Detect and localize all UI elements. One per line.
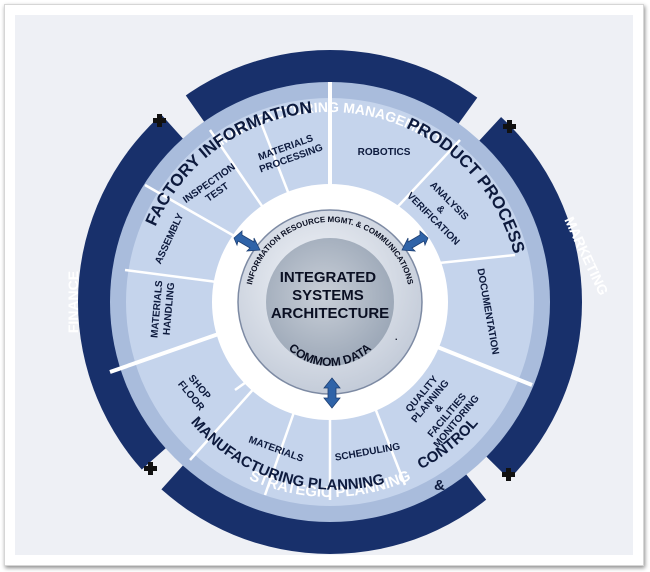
outer-label-left: FINANCE (65, 271, 81, 333)
arrow-upper-left (233, 230, 261, 252)
plus-icon (503, 120, 516, 133)
segment-materials-handling: MATERIALS HANDLING (149, 277, 177, 339)
arrow-bottom (323, 377, 341, 409)
segment-robotics: ROBOTICS (358, 147, 411, 158)
center-disc (266, 238, 394, 366)
quadrant-label-ampersand: & (434, 477, 445, 494)
plus-icon (153, 114, 166, 127)
plus-icon (144, 462, 157, 475)
arrows (233, 230, 429, 409)
center-title: INTEGRATED SYSTEMS ARCHITECTURE (271, 269, 389, 322)
plus-markers (144, 114, 516, 481)
plus-icon (502, 468, 515, 481)
arrow-upper-right (401, 230, 429, 252)
info-ring-dot: . (395, 332, 398, 342)
